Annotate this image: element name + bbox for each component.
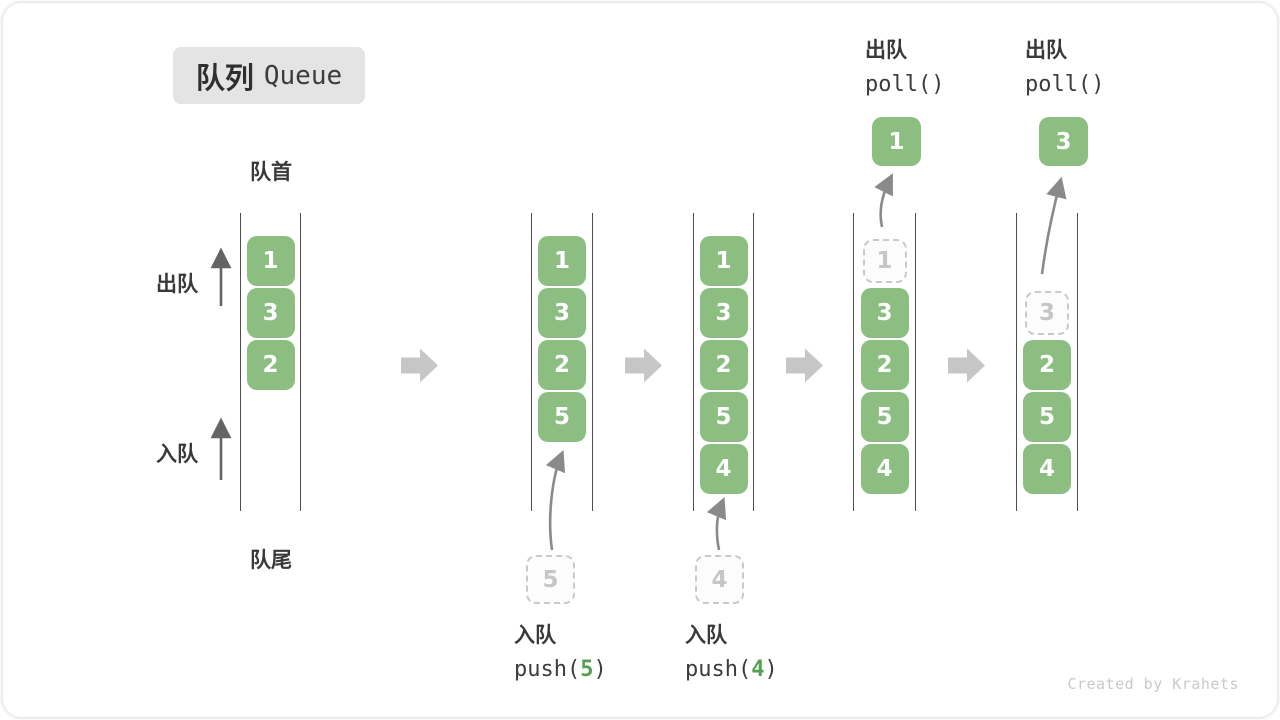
op-poll1-code: poll() xyxy=(865,72,945,97)
queue-item: 1 xyxy=(246,236,295,286)
step-arrow-4 xyxy=(948,348,985,383)
step-arrow-2 xyxy=(625,348,662,383)
queue-item-removed: 1 xyxy=(862,239,907,283)
op-poll3: 出队 poll() xyxy=(1025,34,1104,97)
queue-item: 3 xyxy=(246,288,295,338)
queue-item: 3 xyxy=(699,288,748,338)
diagram-canvas: 队列 Queue 队首 队尾 出队 入队 1 3 2 1 3 2 5 1 3 2… xyxy=(3,3,1277,717)
label-queue-front: 队首 xyxy=(250,161,292,184)
queue-item: 5 xyxy=(1023,392,1071,442)
op-poll1: 出队 poll() xyxy=(865,34,944,97)
step-arrow-3 xyxy=(786,348,823,383)
queue-item: 3 xyxy=(538,288,586,338)
title-zh: 队列 xyxy=(195,62,254,95)
queue-item: 5 xyxy=(860,392,909,442)
op-push4-label: 入队 xyxy=(685,624,727,647)
queue-item: 2 xyxy=(1023,340,1071,390)
queue-item: 4 xyxy=(1023,444,1071,494)
dequeued-value-box: 3 xyxy=(1039,117,1088,166)
queue-item: 2 xyxy=(860,340,909,390)
step-arrow-1 xyxy=(401,348,438,383)
queue-item-removed: 3 xyxy=(1025,291,1069,335)
enqueue-value-box: 4 xyxy=(695,555,744,604)
op-poll3-label: 出队 xyxy=(1025,39,1067,62)
op-push4: 入队 push(4) xyxy=(685,619,778,682)
op-push5-label: 入队 xyxy=(514,624,556,647)
label-dequeue-side: 出队 xyxy=(156,273,198,296)
queue-item: 5 xyxy=(538,392,586,442)
label-enqueue-side: 入队 xyxy=(156,443,198,466)
queue-state-5: 3 2 5 4 xyxy=(1016,213,1078,511)
label-queue-rear: 队尾 xyxy=(250,549,292,572)
queue-state-4: 1 3 2 5 4 xyxy=(853,213,916,511)
queue-state-1: 1 3 2 xyxy=(240,213,301,511)
queue-item: 4 xyxy=(699,444,748,494)
queue-state-3: 1 3 2 5 4 xyxy=(693,213,754,511)
queue-item: 3 xyxy=(860,288,909,338)
op-push5: 入队 push(5) xyxy=(514,619,607,682)
queue-item: 1 xyxy=(538,236,586,286)
queue-item: 2 xyxy=(246,340,295,390)
queue-item: 5 xyxy=(699,392,748,442)
queue-item: 4 xyxy=(860,444,909,494)
watermark: Created by Krahets xyxy=(1067,675,1239,693)
op-poll3-code: poll() xyxy=(1025,72,1105,97)
op-push5-code: push(5) xyxy=(514,657,607,682)
dequeued-value-box: 1 xyxy=(872,117,921,166)
queue-item: 2 xyxy=(699,340,748,390)
arrows-layer xyxy=(210,173,1067,551)
op-push4-code: push(4) xyxy=(685,657,778,682)
title-en: Queue xyxy=(263,60,343,91)
enqueue-value-box: 5 xyxy=(526,555,575,604)
op-poll1-label: 出队 xyxy=(865,39,907,62)
queue-item: 2 xyxy=(538,340,586,390)
queue-state-2: 1 3 2 5 xyxy=(531,213,593,511)
title-badge: 队列 Queue xyxy=(173,47,365,104)
queue-item: 1 xyxy=(699,236,748,286)
